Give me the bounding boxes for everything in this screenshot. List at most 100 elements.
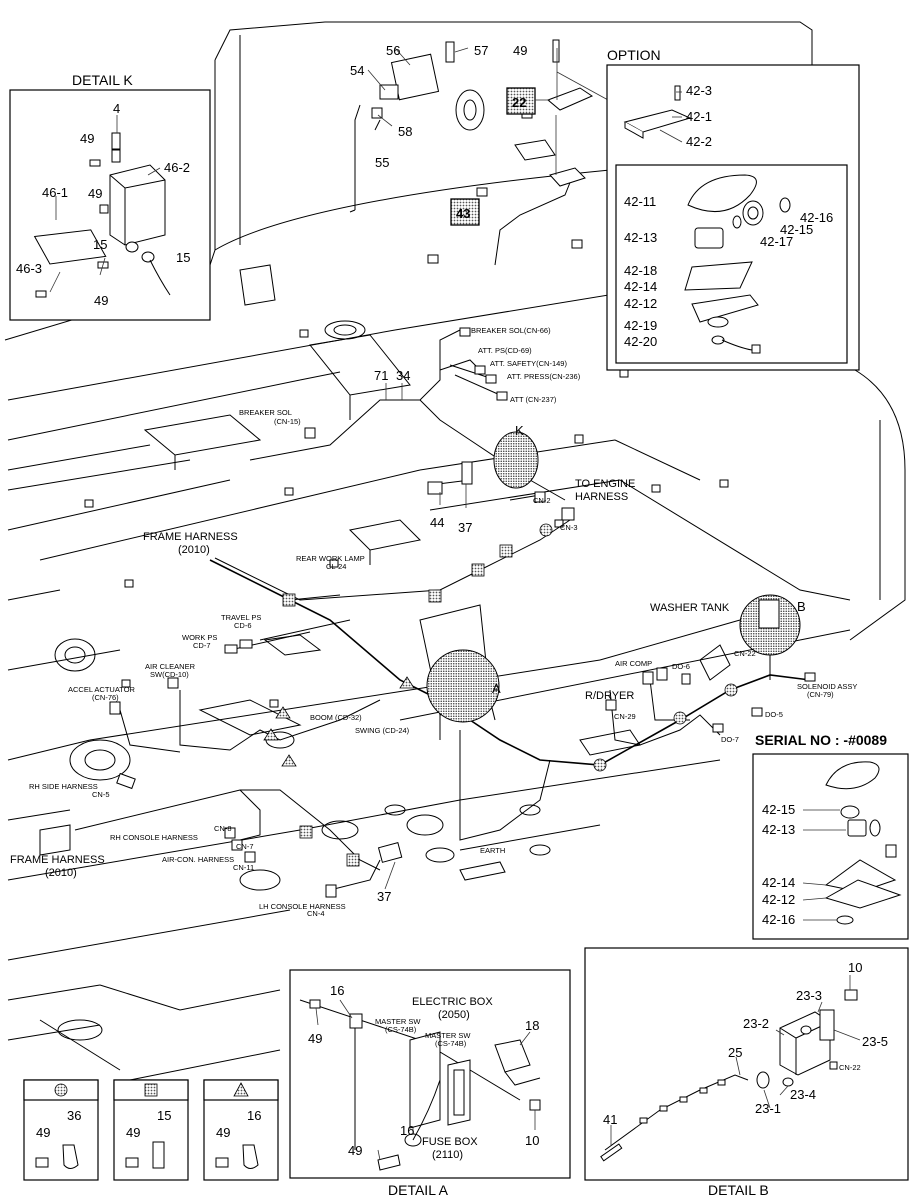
detail-a-marker bbox=[426, 649, 500, 723]
label-k: K bbox=[515, 423, 524, 438]
label-b: B bbox=[797, 599, 806, 614]
a-label-master-sw-2: MASTER SW bbox=[425, 1031, 471, 1040]
b-part-23-2: 23-2 bbox=[743, 1016, 769, 1031]
label-rh-side-harness: RH SIDE HARNESS bbox=[29, 782, 98, 791]
opt-part-42-13: 42-13 bbox=[624, 230, 657, 245]
label-cn29: CN-29 bbox=[614, 712, 636, 721]
opt-part-42-2: 42-2 bbox=[686, 134, 712, 149]
k-part-49-b: 49 bbox=[88, 186, 102, 201]
legend-3-b: 16 bbox=[247, 1108, 261, 1123]
label-frame-harness-top: FRAME HARNESS bbox=[143, 531, 238, 543]
label-to-engine-harness: HARNESS bbox=[575, 491, 628, 503]
a-label-fuse-box-code: (2110) bbox=[432, 1149, 463, 1161]
k-part-49-a: 49 bbox=[80, 131, 94, 146]
b-part-23-4: 23-4 bbox=[790, 1087, 816, 1102]
label-air-con-harness: AIR-CON. HARNESS bbox=[162, 855, 234, 864]
b-part-10: 10 bbox=[848, 960, 862, 975]
label-cd6: CD-6 bbox=[234, 621, 252, 630]
a-label-electric-box-code: (2050) bbox=[438, 1009, 470, 1021]
detail-a-panel bbox=[289, 969, 571, 1179]
opt-part-42-16: 42-16 bbox=[800, 210, 833, 225]
opt-part-42-3: 42-3 bbox=[686, 83, 712, 98]
b-part-23-5: 23-5 bbox=[862, 1034, 888, 1049]
k-part-4: 4 bbox=[113, 101, 120, 116]
label-accel-actuator: ACCEL ACTUATOR bbox=[68, 685, 136, 694]
part-58: 58 bbox=[398, 124, 412, 139]
k-part-46-2: 46-2 bbox=[164, 160, 190, 175]
part-55: 55 bbox=[375, 155, 389, 170]
label-cn8: CN-8 bbox=[214, 824, 232, 833]
label-cn3: CN-3 bbox=[560, 523, 578, 532]
serial-panel bbox=[752, 753, 909, 940]
b-part-23-3: 23-3 bbox=[796, 988, 822, 1003]
legend-dotted-square-icon bbox=[144, 1083, 158, 1097]
serial-part-42-12: 42-12 bbox=[762, 892, 795, 907]
label-do7: DO-7 bbox=[721, 735, 739, 744]
b-part-23-1: 23-1 bbox=[755, 1101, 781, 1116]
opt-part-42-15: 42-15 bbox=[780, 222, 813, 237]
a-label-electric-box: ELECTRIC BOX bbox=[412, 996, 493, 1008]
part-44: 44 bbox=[430, 515, 444, 530]
k-part-46-1: 46-1 bbox=[42, 185, 68, 200]
label-att-ps: ATT. PS(CD-69) bbox=[478, 346, 532, 355]
legend-1-b: 36 bbox=[67, 1108, 81, 1123]
label-cl24: CL-24 bbox=[326, 562, 346, 571]
a-label-master-sw-2-code: (CS-74B) bbox=[435, 1039, 467, 1048]
opt-part-42-11: 42-11 bbox=[624, 194, 656, 209]
label-do5: DO-5 bbox=[765, 710, 783, 719]
detail-b-panel bbox=[584, 947, 909, 1181]
label-boom: BOOM (CD-32) bbox=[310, 713, 362, 722]
label-cn5: CN-5 bbox=[92, 790, 110, 799]
label-a: A bbox=[492, 681, 501, 696]
a-label-fuse-box: FUSE BOX bbox=[422, 1136, 478, 1148]
a-label-master-sw-1: MASTER SW bbox=[375, 1017, 421, 1026]
legend-dotted-circle-icon bbox=[54, 1083, 68, 1097]
opt-part-42-14: 42-14 bbox=[624, 279, 657, 294]
serial-part-42-16: 42-16 bbox=[762, 912, 795, 927]
label-rear-work-lamp: REAR WORK LAMP bbox=[296, 554, 365, 563]
serial-part-42-14: 42-14 bbox=[762, 875, 795, 890]
a-part-49-bottom: 49 bbox=[348, 1143, 362, 1158]
legend-dotted-triangle-icon bbox=[233, 1082, 249, 1097]
part-56: 56 bbox=[386, 43, 400, 58]
label-att-safety: ATT. SAFETY(CN-149) bbox=[490, 359, 567, 368]
part-34: 34 bbox=[396, 368, 410, 383]
label-breaker-sol-cn66: BREAKER SOL(CN-66) bbox=[471, 326, 551, 335]
part-49-top: 49 bbox=[513, 43, 527, 58]
label-rh-console-harness: RH CONSOLE HARNESS bbox=[110, 833, 198, 842]
label-air-cleaner: AIR CLEANER bbox=[145, 662, 196, 671]
detail-a-title: DETAIL A bbox=[388, 1182, 449, 1198]
opt-part-42-1: 42-1 bbox=[686, 109, 712, 124]
label-cn79: (CN-79) bbox=[807, 690, 834, 699]
label-earth: EARTH bbox=[480, 846, 505, 855]
a-label-master-sw-1-code: (CS-74B) bbox=[385, 1025, 417, 1034]
part-71: 71 bbox=[374, 368, 388, 383]
part-57: 57 bbox=[474, 43, 488, 58]
detail-k-title: DETAIL K bbox=[72, 72, 133, 88]
serial-title: SERIAL NO : -#0089 bbox=[755, 732, 887, 748]
label-breaker-sol: BREAKER SOL bbox=[239, 408, 292, 417]
label-solenoid-assy: SOLENOID ASSY bbox=[797, 682, 857, 691]
opt-part-42-17: 42-17 bbox=[760, 234, 793, 249]
legend-2-a: 49 bbox=[126, 1125, 140, 1140]
label-frame-harness-top-code: (2010) bbox=[178, 544, 210, 556]
a-part-16-bottom: 16 bbox=[400, 1123, 414, 1138]
b-part-25: 25 bbox=[728, 1045, 742, 1060]
label-cd7: CD-7 bbox=[193, 641, 211, 650]
b-part-41: 41 bbox=[603, 1112, 617, 1127]
opt-part-42-19: 42-19 bbox=[624, 318, 657, 333]
harness-markers bbox=[263, 523, 738, 867]
label-air-cleaner-code: SW(CD-10) bbox=[150, 670, 189, 679]
opt-part-42-20: 42-20 bbox=[624, 334, 657, 349]
label-cn22: CN-22 bbox=[734, 649, 756, 658]
label-cn7: CN-7 bbox=[236, 842, 254, 851]
label-cn11: CN-11 bbox=[233, 863, 254, 872]
label-travel-ps: TRAVEL PS bbox=[221, 613, 261, 622]
serial-part-42-15: 42-15 bbox=[762, 802, 795, 817]
a-part-10: 10 bbox=[525, 1133, 539, 1148]
k-part-15-a: 15 bbox=[93, 237, 107, 252]
opt-part-42-12: 42-12 bbox=[624, 296, 657, 311]
label-cn2: CN-2 bbox=[533, 496, 551, 505]
b-label-cn22: CN-22 bbox=[839, 1063, 861, 1072]
label-air-comp: AIR COMP bbox=[615, 659, 652, 668]
